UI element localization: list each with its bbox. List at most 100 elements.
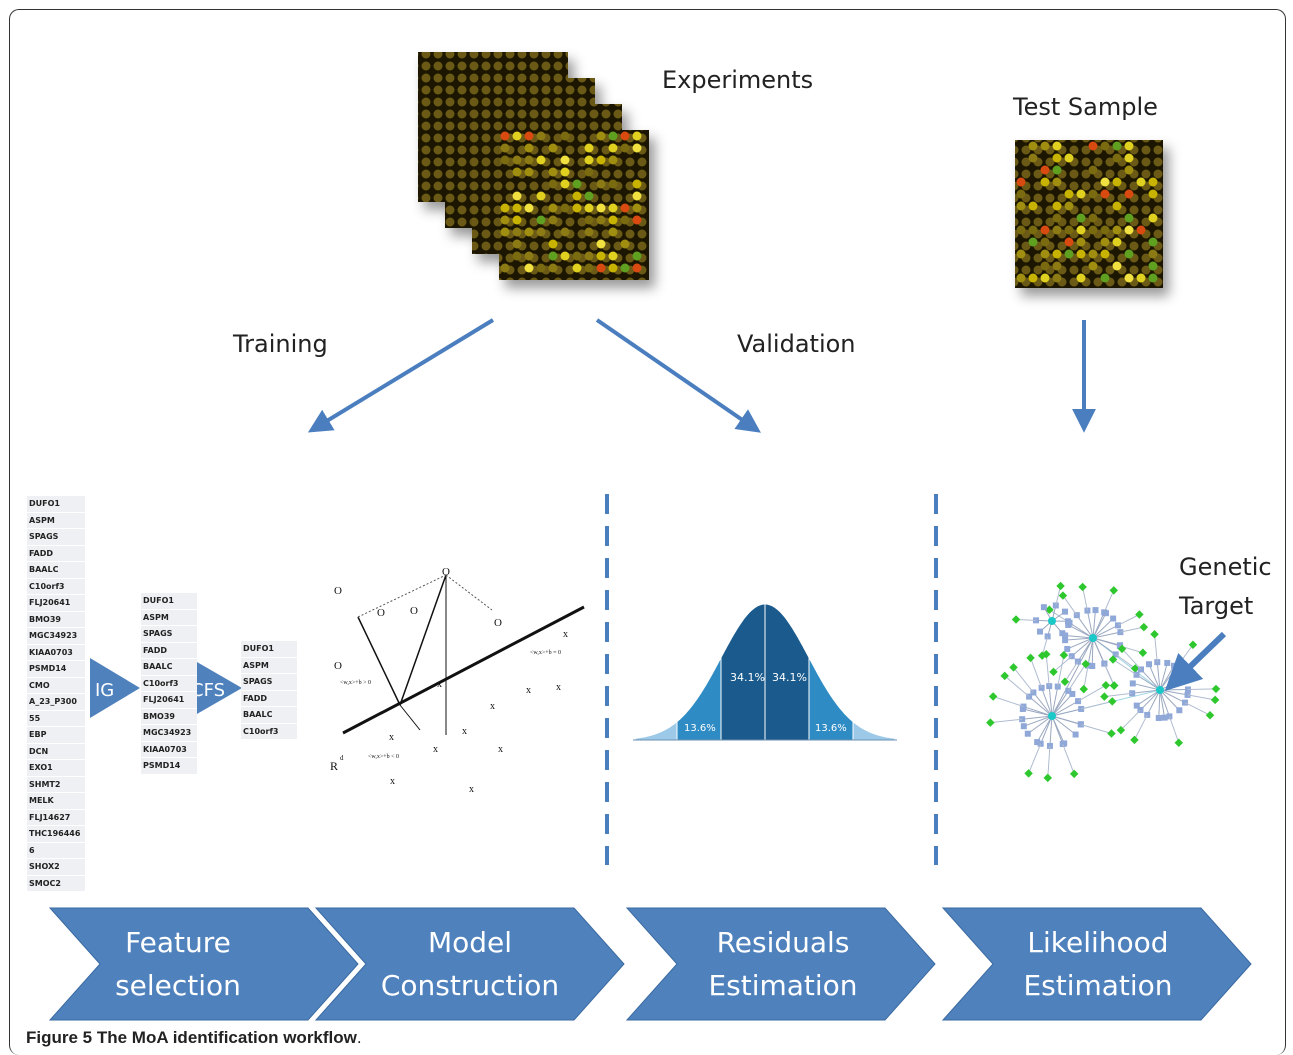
svg-text:x: x [490, 701, 495, 712]
array-spot [1113, 178, 1122, 187]
network-leaf [1189, 641, 1197, 649]
array-spot [1089, 142, 1098, 151]
feature-cfs-item: C10orf3 [241, 724, 297, 741]
array-spot [525, 228, 534, 237]
array-spot [597, 132, 606, 141]
feature-cfs-item: ASPM [241, 658, 297, 675]
feature-ig-item: DUFO1 [141, 593, 197, 610]
network-edge [1104, 590, 1114, 612]
network-leaf [989, 692, 997, 700]
feature-full-item: BAALC [27, 562, 85, 579]
feature-ig-item: FLJ20641 [141, 692, 197, 709]
network-leaf [1212, 685, 1220, 693]
array-spot [585, 156, 594, 165]
dist-band-left-outer [635, 722, 677, 740]
network-node [1025, 731, 1031, 737]
array-spot [597, 264, 606, 273]
array-spot [1053, 214, 1062, 223]
network-edge [1188, 689, 1216, 690]
array-spot [573, 252, 582, 261]
array-spot [633, 144, 642, 153]
array-spot [1017, 250, 1026, 259]
feature-full-item: DUFO1 [27, 496, 85, 513]
array-spot [537, 132, 546, 141]
network-node [1034, 739, 1040, 745]
array-spot [621, 264, 630, 273]
array-spot [1089, 250, 1098, 259]
array-spot [1029, 142, 1038, 151]
array-spot [597, 156, 606, 165]
array-spot [1101, 274, 1110, 283]
array-spot [561, 204, 570, 213]
array-spot [597, 216, 606, 225]
feature-ig-item: FADD [141, 643, 197, 660]
array-spot [1041, 178, 1050, 187]
array-spot [1101, 142, 1110, 151]
array-spot [609, 132, 618, 141]
array-spot [609, 156, 618, 165]
array-spot [1065, 226, 1074, 235]
array-spot [1113, 238, 1122, 247]
network-leaf [1026, 654, 1034, 662]
array-spot [1113, 142, 1122, 151]
array-spot [561, 132, 570, 141]
svm-d-label: d [340, 754, 344, 762]
array-spot [1077, 190, 1086, 199]
array-spot [537, 228, 546, 237]
array-spot [621, 240, 630, 249]
array-spot [1017, 226, 1026, 235]
feature-full-item: ASPM [27, 513, 85, 530]
network-node [1134, 703, 1140, 709]
experiments-microarray-stack [418, 52, 649, 280]
network-leaf [1110, 586, 1118, 594]
array-spot [573, 264, 582, 273]
array-spot [1089, 214, 1098, 223]
array-spot [1113, 154, 1122, 163]
feature-full-item: PSMD14 [27, 661, 85, 678]
array-spot [1017, 274, 1026, 283]
network-edge [1031, 658, 1042, 688]
array-spot [1113, 262, 1122, 271]
array-spot [609, 144, 618, 153]
network-leaf [1108, 697, 1116, 705]
array-spot [525, 204, 534, 213]
array-spot [621, 132, 630, 141]
array-spot [597, 180, 606, 189]
array-spot [513, 132, 522, 141]
array-spot [1125, 214, 1134, 223]
svg-text:x: x [389, 732, 394, 743]
array-spot [501, 156, 510, 165]
array-spot [549, 180, 558, 189]
array-spot [1077, 238, 1086, 247]
network-leaf [1110, 681, 1118, 689]
array-spot [585, 168, 594, 177]
array-spot [1077, 214, 1086, 223]
workflow-steps: FeatureselectionModelConstructionResidua… [50, 908, 1251, 1020]
network-node [1059, 630, 1065, 636]
training-arrow [312, 320, 493, 430]
network-edge [1134, 715, 1147, 740]
dist-center-left-label: 34.1% [730, 671, 765, 684]
array-spot [1029, 154, 1038, 163]
network-node [1062, 609, 1068, 615]
array-spot [1089, 262, 1098, 271]
network-node [1110, 616, 1116, 622]
array-spot [1089, 190, 1098, 199]
array-spot [1053, 154, 1062, 163]
array-spot [1137, 226, 1146, 235]
experiments-label: Experiments [662, 66, 813, 94]
array-spot [1149, 214, 1158, 223]
network-leaf [1130, 736, 1138, 744]
network-edge [1029, 744, 1041, 774]
array-spot [1041, 238, 1050, 247]
network-hub [1048, 617, 1056, 625]
svg-text:x: x [563, 629, 568, 640]
feature-full-item: SHOX2 [27, 859, 85, 876]
svg-text:x: x [437, 679, 442, 690]
dist-band-right-outer [853, 722, 895, 740]
feature-cfs-item: DUFO1 [241, 641, 297, 658]
feature-full-item: MELK [27, 793, 85, 810]
svm-zero-label: <w,x>+b = 0 [530, 650, 561, 656]
network-edge [990, 719, 1022, 722]
